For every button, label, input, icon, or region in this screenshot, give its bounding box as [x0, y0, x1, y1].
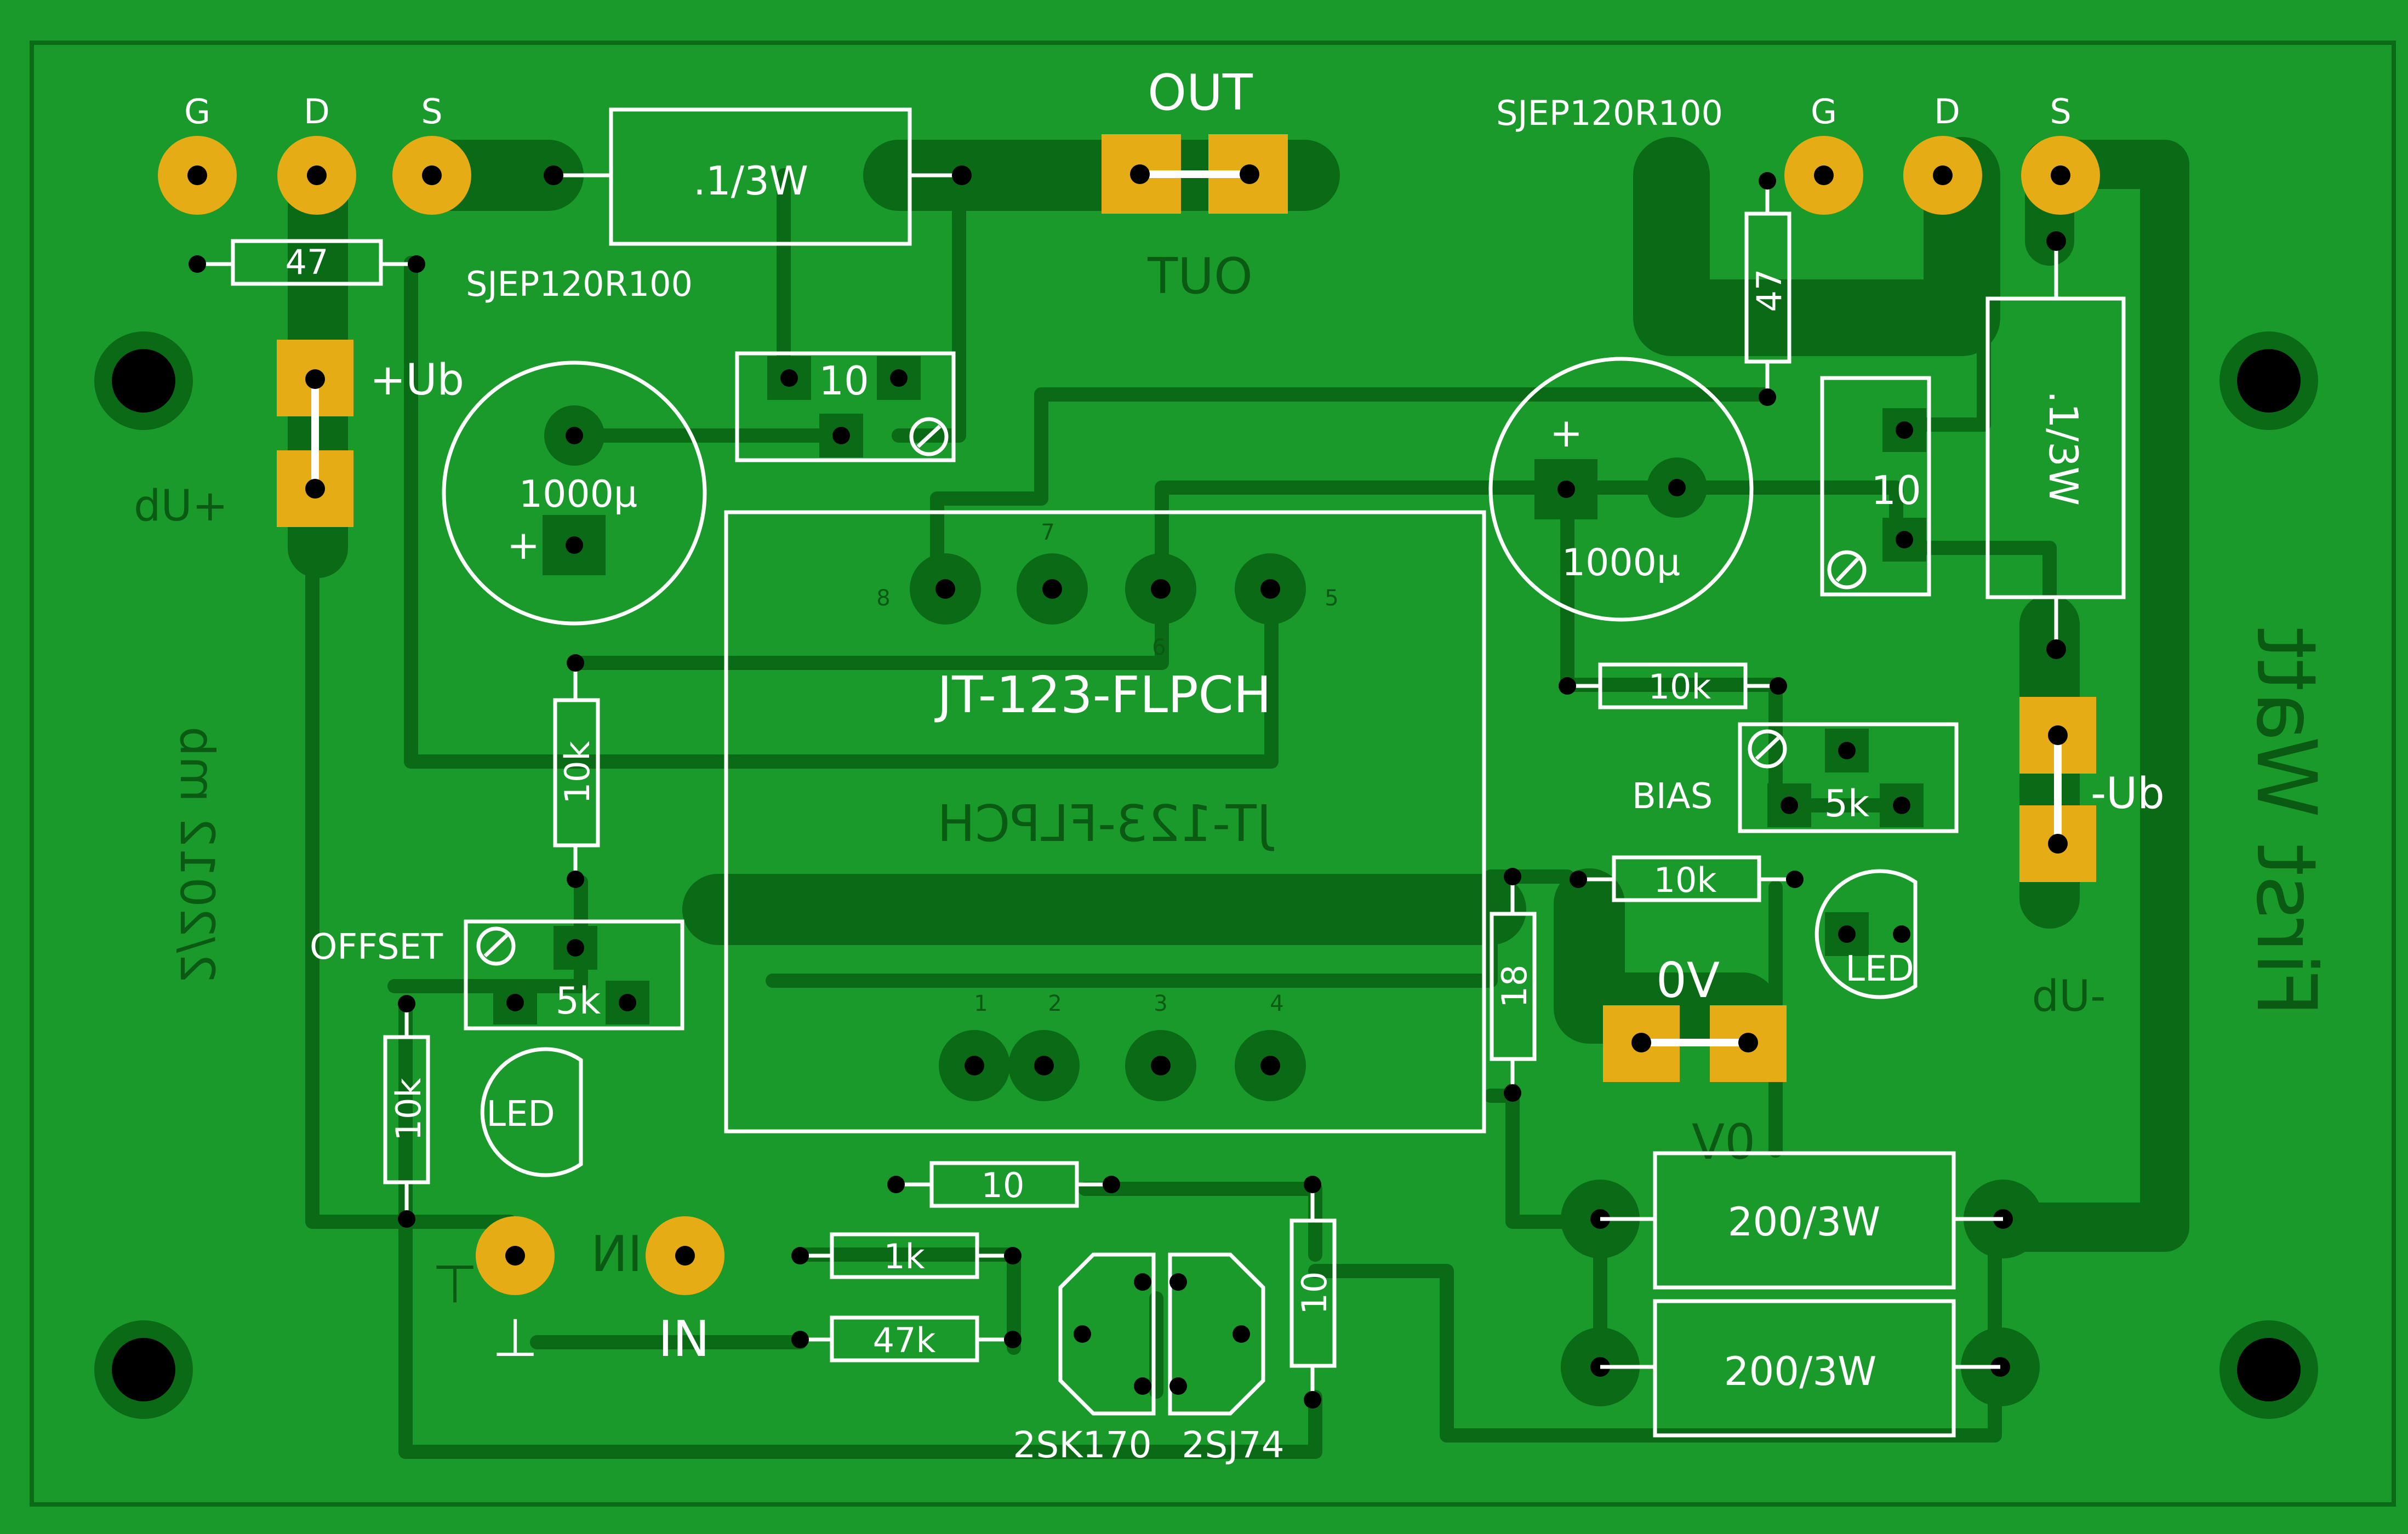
ub-plus-connector: +Ub +Ub [134, 340, 464, 531]
label-ov: 0V [1656, 952, 1720, 1009]
label-r-sense-top: .1/3W [693, 158, 808, 204]
resistor-200-b: 200/3W [1561, 1299, 2040, 1438]
ic-pins-top [910, 553, 1306, 625]
label-r47k: 47k [873, 1320, 936, 1360]
ub-minus-connector: -Ub -Ub [2019, 697, 2165, 1021]
ov-connector: 0V 0V [1603, 952, 1787, 1170]
resistor-10k-lower-left: 10k [383, 995, 430, 1228]
date-mirror: 2/2012 mb [169, 726, 224, 983]
label-in: IN [658, 1310, 710, 1368]
pin-8-label: 8 [876, 586, 890, 611]
label-ov-mirror: 0V [1692, 1114, 1755, 1170]
label-g2: G [1811, 91, 1837, 131]
trimmer-10-top: 10 [735, 351, 956, 462]
label-cap-left: 1000µ [519, 473, 637, 516]
ic-label-mirror: JT-123-FLPCH [937, 794, 1274, 853]
resistor-10k-right-lower: 10k [1570, 855, 1804, 902]
jfet-right-pads: G D S SJEP120R100 [1496, 91, 2100, 215]
label-plus-left: + [507, 522, 540, 568]
trimmer-bias: BIAS 5k [1632, 722, 1959, 833]
resistor-47-right: 47 [1744, 172, 1791, 406]
label-r10k-c: 10k [1648, 667, 1711, 707]
jfet-left-pads: G D S SJEP120R100 [158, 91, 693, 304]
pin-6-label: 6 [1152, 635, 1166, 660]
label-out-mirror: OUT [1147, 248, 1253, 305]
resistor-sense-right: .1/3W [1985, 231, 2126, 659]
label-r10k-d: 10k [1654, 860, 1717, 900]
board-outline [30, 41, 2396, 1507]
led-left: LED [480, 1047, 583, 1177]
pin-7-label: 7 [1041, 520, 1054, 545]
label-out: OUT [1148, 64, 1253, 122]
label-r1k: 1k [883, 1237, 925, 1277]
label-d1: D [304, 91, 330, 131]
out-connector: OUT OUT [1102, 64, 1288, 305]
label-in-mirror: IN [591, 1226, 642, 1283]
label-jfet-right: SJEP120R100 [1496, 93, 1723, 133]
credit-mirror: First Watt [2238, 627, 2333, 1017]
resistor-47k: 47k [791, 1315, 1022, 1363]
ic-module: 8 7 6 5 1 2 3 4 JT-123-FLPCH JT-123-FLPC… [724, 510, 1486, 1134]
label-r10k-b: 10k [389, 1078, 429, 1141]
input-connector: ⊥ ⊥ IN IN [432, 1216, 724, 1369]
label-r200-a: 200/3W [1728, 1199, 1881, 1245]
resistor-200-a: 200/3W [1561, 1151, 2042, 1290]
label-r47-right: 47 [1749, 269, 1789, 312]
label-r200-b: 200/3W [1724, 1348, 1877, 1394]
resistor-sense-top: .1/3W [544, 107, 972, 246]
label-s2: S [2050, 91, 2071, 131]
resistor-10k-left: 10k [553, 654, 600, 888]
label-ub-minus-mirror: -Ub [2032, 972, 2106, 1021]
resistor-1k: 1k [791, 1232, 1022, 1279]
resistor-10-vertical: 10 [1289, 1176, 1337, 1409]
pin-2-label: 2 [1048, 991, 1062, 1016]
resistor-10k-right-upper: 10k [1559, 662, 1787, 709]
resistor-18: 18 [1490, 868, 1537, 1102]
fet-pair: 2SK170 2SJ74 [1013, 1252, 1285, 1466]
label-r-sense-right: .1/3W [2040, 391, 2086, 506]
label-r47-left: 47 [286, 242, 329, 282]
label-r10: 10 [982, 1165, 1025, 1205]
label-gnd: ⊥ [492, 1307, 538, 1369]
capacitor-left: 1000µ + [442, 360, 707, 626]
label-bias: BIAS [1632, 776, 1713, 817]
label-gnd-mirror: ⊥ [432, 1253, 478, 1314]
label-jfet-left: SJEP120R100 [466, 264, 693, 304]
led-right: LED [1814, 869, 1918, 999]
label-offset: OFFSET [310, 927, 443, 968]
resistor-47-left: 47 [189, 239, 425, 286]
pin-4-label: 4 [1270, 991, 1283, 1016]
label-ub-plus: +Ub [370, 356, 464, 405]
label-r18: 18 [1494, 965, 1534, 1008]
capacitor-right: 1000µ + [1488, 357, 1754, 622]
label-d2: D [1934, 91, 1960, 131]
pin-3-label: 3 [1154, 991, 1167, 1016]
ic-label: JT-123-FLPCH [934, 666, 1271, 724]
label-led-right: LED [1845, 949, 1914, 989]
label-g1: G [184, 91, 210, 131]
ic-pins-bottom [939, 1030, 1306, 1101]
label-s1: S [421, 91, 442, 131]
label-pot-right: 10 [1871, 467, 1921, 513]
label-pot-offset: 5k [556, 980, 601, 1023]
label-cap-right: 1000µ [1562, 541, 1680, 585]
label-pot-top: 10 [819, 358, 869, 404]
label-plus-right: + [1550, 410, 1583, 456]
label-ub-plus-mirror: +Ub [134, 482, 228, 531]
mounting-holes [94, 331, 2318, 1419]
label-r10-v: 10 [1294, 1272, 1334, 1315]
label-fet-n: 2SK170 [1013, 1424, 1151, 1466]
trimmer-10-right: 10 [1820, 376, 1931, 597]
trimmer-offset: OFFSET 5k [310, 919, 684, 1031]
resistor-10-horizontal: 10 [887, 1161, 1120, 1208]
label-led-left: LED [486, 1094, 555, 1135]
label-fet-p: 2SJ74 [1182, 1424, 1284, 1466]
label-pot-bias: 5k [1824, 782, 1870, 826]
pin-1-label: 1 [974, 991, 988, 1016]
pin-5-label: 5 [1325, 586, 1338, 611]
label-ub-minus: -Ub [2091, 769, 2165, 818]
label-r10k-a: 10k [557, 741, 597, 804]
